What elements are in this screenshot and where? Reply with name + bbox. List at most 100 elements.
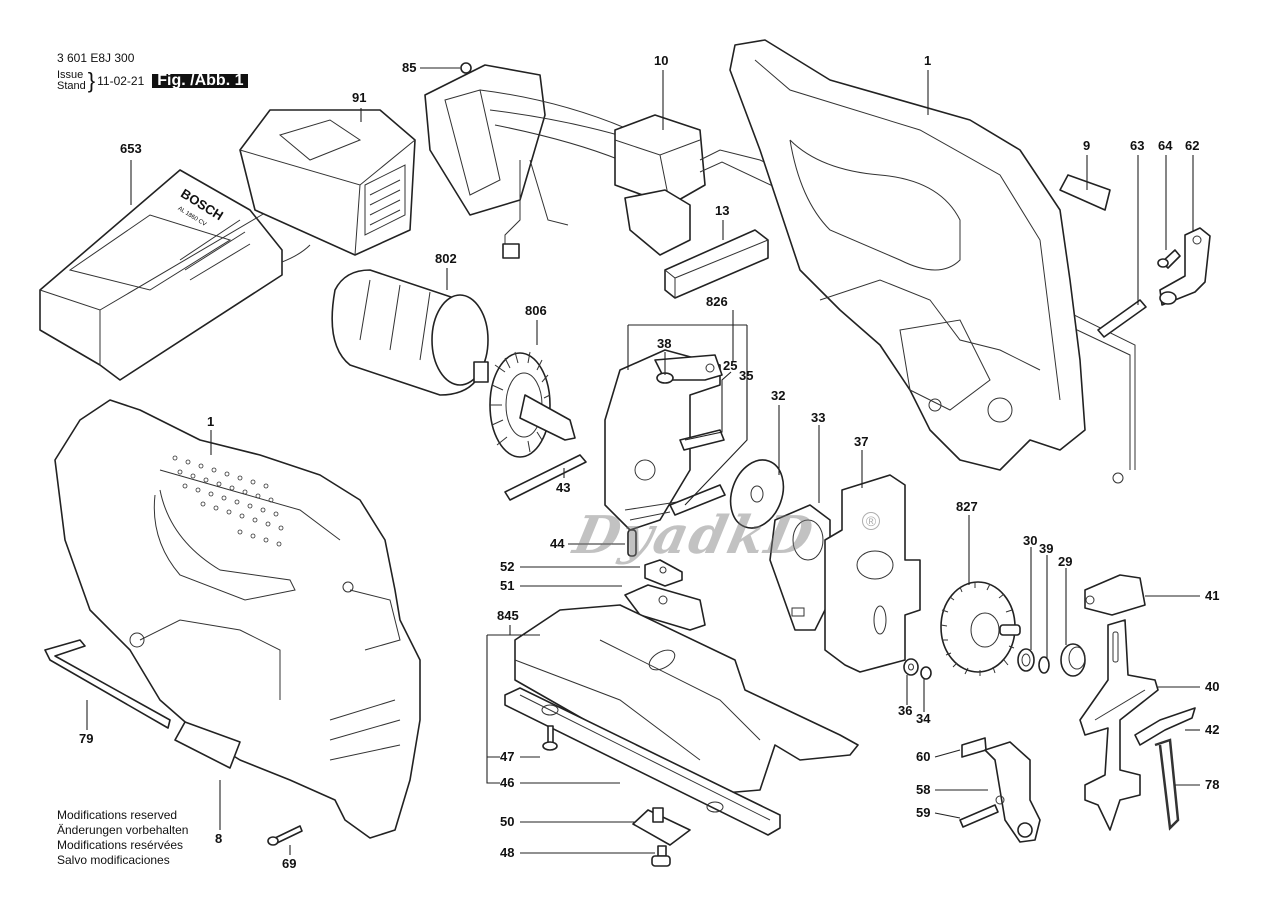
label-38: 38 [657, 336, 671, 351]
brace-glyph: } [87, 68, 96, 93]
label-9: 9 [1083, 138, 1090, 153]
part-58-support-roller-lever [984, 741, 1041, 843]
label-37: 37 [854, 434, 868, 449]
label-52: 52 [500, 559, 514, 574]
label-41: 41 [1205, 588, 1219, 603]
part-60-pad [961, 737, 987, 758]
label-13: 13 [715, 203, 729, 218]
label-35: 35 [739, 368, 753, 383]
part-78-spring [1154, 738, 1180, 831]
part-1-housing-half-right [729, 39, 1086, 471]
figure-badge: Fig. /Abb. 1 [152, 73, 249, 89]
stand-label: Stand [57, 80, 86, 92]
label-62: 62 [1185, 138, 1199, 153]
part-62-lever [1159, 227, 1211, 306]
label-43: 43 [556, 480, 570, 495]
label-39: 39 [1039, 541, 1053, 556]
label-36: 36 [898, 703, 912, 718]
label-44: 44 [550, 536, 565, 551]
issue-block: Issue Stand } 11-02-21 Fig. /Abb. 1 [57, 68, 249, 93]
part-40-plunger [1079, 619, 1159, 831]
label-8: 8 [215, 831, 222, 846]
label-58: 58 [916, 782, 930, 797]
part-44-pin [627, 529, 637, 557]
label-827: 827 [956, 499, 978, 514]
modifications-line-es: Salvo modificaciones [57, 853, 170, 867]
part-46-sole-plate [504, 687, 781, 836]
label-47: 47 [500, 749, 514, 764]
label-60: 60 [916, 749, 930, 764]
label-91: 91 [352, 90, 366, 105]
part-9-label-plate [1059, 174, 1111, 211]
part-50-clamp-nut [632, 807, 691, 846]
label-50: 50 [500, 814, 514, 829]
part-826-bracket-assembly [604, 349, 726, 531]
label-10: 10 [654, 53, 668, 68]
part-845-base-plate [514, 604, 859, 796]
label-806: 806 [525, 303, 547, 318]
part-number-labels: 85 91 10 1 653 13 9 63 64 62 802 826 806… [79, 53, 1219, 871]
label-826: 826 [706, 294, 728, 309]
part-69-screw [267, 825, 303, 846]
part-37-mounting-plate [824, 474, 921, 673]
part-79-hex-key [44, 639, 171, 729]
label-1-top: 1 [924, 53, 931, 68]
part-806-bevel-gear [489, 351, 576, 458]
leader-lines [86, 67, 1200, 855]
label-79: 79 [79, 731, 93, 746]
label-29: 29 [1058, 554, 1072, 569]
modifications-line-en: Modifications reserved [57, 808, 178, 822]
part-34-circlip [920, 666, 932, 680]
label-59: 59 [916, 805, 930, 820]
label-653: 653 [120, 141, 142, 156]
issue-labels: Issue Stand [57, 70, 86, 92]
part-41-guide-block [1084, 574, 1146, 616]
label-46: 46 [500, 775, 514, 790]
label-1-bottom: 1 [207, 414, 214, 429]
label-51: 51 [500, 578, 514, 593]
watermark-registered-mark: ® [862, 512, 880, 530]
part-802-motor [331, 269, 489, 396]
part-29-bushing [1060, 643, 1086, 677]
part-30-washer [1017, 648, 1035, 672]
label-64: 64 [1158, 138, 1173, 153]
label-25: 25 [723, 358, 737, 373]
grip-texture-dots [172, 455, 284, 547]
modifications-notice: Modifications reserved Änderungen vorbeh… [57, 808, 188, 868]
label-85: 85 [402, 60, 416, 75]
label-32: 32 [771, 388, 785, 403]
part-39-circlip [1038, 656, 1050, 674]
part-63-pin [1097, 299, 1147, 338]
label-78: 78 [1205, 777, 1219, 792]
modifications-line-fr: Modifications resérvées [57, 838, 184, 852]
part-8-label [174, 721, 241, 769]
part-827-large-gear [940, 581, 1021, 676]
label-40: 40 [1205, 679, 1219, 694]
part-13-cover-plate [664, 229, 769, 299]
document-number: 3 601 E8J 300 [57, 51, 135, 65]
issue-label: Issue [57, 69, 84, 81]
issue-date: 11-02-21 [97, 74, 145, 88]
part-85-electronics-module [424, 62, 636, 259]
label-802: 802 [435, 251, 457, 266]
label-34: 34 [916, 711, 931, 726]
part-64-screw [1157, 249, 1181, 269]
label-845: 845 [497, 608, 519, 623]
part-42-roller-clip [1134, 707, 1196, 746]
part-43-pin [504, 454, 587, 501]
part-36-washer [903, 658, 919, 676]
label-42: 42 [1205, 722, 1219, 737]
part-33-guide-plate [769, 504, 831, 631]
modifications-line-de: Änderungen vorbehalten [57, 823, 189, 837]
part-48-screw [651, 845, 671, 867]
part-59-pin [959, 804, 999, 828]
part-91-battery [239, 109, 416, 256]
part-653-charger: BOSCH AL 1860 CV [39, 169, 311, 381]
label-33: 33 [811, 410, 825, 425]
label-48: 48 [500, 845, 514, 860]
part-32-washer [729, 459, 785, 529]
label-30: 30 [1023, 533, 1037, 548]
part-1-housing-half-left [54, 399, 421, 839]
part-47-screw [542, 725, 558, 751]
